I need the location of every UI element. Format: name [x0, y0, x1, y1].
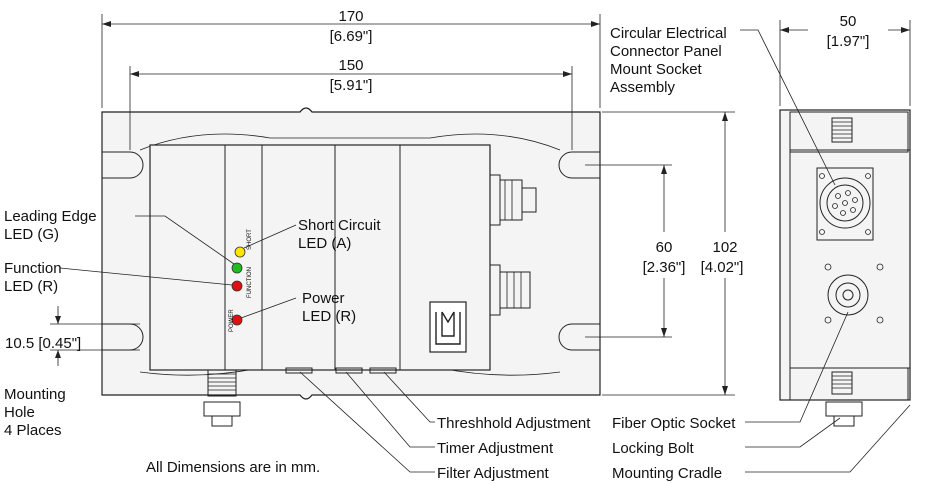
label-mounting-cradle: Mounting Cradle [612, 465, 722, 482]
mounting-slot-top-left [102, 151, 144, 179]
dim-50-in: [1.97"] [827, 33, 870, 50]
dim-hole-dia: 10.5 [0.45"] [5, 335, 81, 352]
label-leading-edge-2: LED (G) [4, 226, 59, 243]
units-note: All Dimensions are in mm. [146, 459, 320, 476]
dim-60-mm: 60 [656, 239, 673, 256]
label-short-circuit-1: Short Circuit [298, 217, 381, 234]
label-timer: Timer Adjustment [437, 440, 554, 457]
dim-102-in: [4.02"] [701, 259, 744, 276]
label-circular-connector-2: Connector Panel [610, 43, 722, 60]
dim-50-mm: 50 [840, 13, 857, 30]
power-led [231, 314, 243, 326]
dim-150-in: [5.91"] [330, 77, 373, 94]
side-fiber-optic-socket [824, 263, 884, 324]
dim-170-in: [6.69"] [330, 28, 373, 45]
front-connectors [489, 174, 537, 316]
front-module: SHORT FUNCTION POWER [149, 144, 491, 371]
side-view [779, 109, 911, 427]
label-mounting-hole-3: 4 Places [4, 422, 62, 439]
label-power-2: LED (R) [302, 308, 356, 325]
label-circular-connector-3: Mount Socket [610, 61, 703, 78]
adjustment-screws [285, 367, 397, 374]
label-circular-connector-4: Assembly [610, 79, 676, 96]
dim-60-in: [2.36"] [643, 259, 686, 276]
panel-text-power: POWER [229, 309, 235, 332]
dim-102-mm: 102 [712, 239, 737, 256]
function-led [231, 280, 243, 292]
label-locking-bolt: Locking Bolt [612, 440, 695, 457]
panel-text-short: SHORT [247, 229, 253, 250]
label-function-1: Function [4, 260, 62, 277]
callout-text: Circular Electrical Connector Panel Moun… [4, 25, 736, 482]
label-leading-edge-1: Leading Edge [4, 208, 97, 225]
logo [429, 301, 467, 353]
dimension-lines [50, 14, 911, 396]
label-short-circuit-2: LED (A) [298, 235, 351, 252]
label-mounting-hole-2: Hole [4, 404, 35, 421]
front-locking-bolt [203, 369, 241, 427]
short-circuit-led [234, 246, 246, 258]
dim-150-mm: 150 [338, 57, 363, 74]
mounting-slot-bottom-right [558, 323, 600, 351]
panel-text-function: FUNCTION [247, 267, 253, 298]
leader-lines [59, 29, 911, 473]
label-filter: Filter Adjustment [437, 465, 550, 482]
leading-edge-led [231, 262, 243, 274]
label-mounting-hole-1: Mounting [4, 386, 66, 403]
side-circular-connector [816, 167, 874, 241]
label-power-1: Power [302, 290, 345, 307]
label-threshold: Threshhold Adjustment [437, 415, 591, 432]
mounting-slot-top-right [558, 151, 600, 179]
label-circular-connector-1: Circular Electrical [610, 25, 727, 42]
dimension-text: 170 [6.69"] 150 [5.91"] 50 [1.97"] 60 [2… [5, 8, 869, 352]
dim-170-mm: 170 [338, 8, 363, 25]
label-function-2: LED (R) [4, 278, 58, 295]
label-fiber-optic: Fiber Optic Socket [612, 415, 736, 432]
